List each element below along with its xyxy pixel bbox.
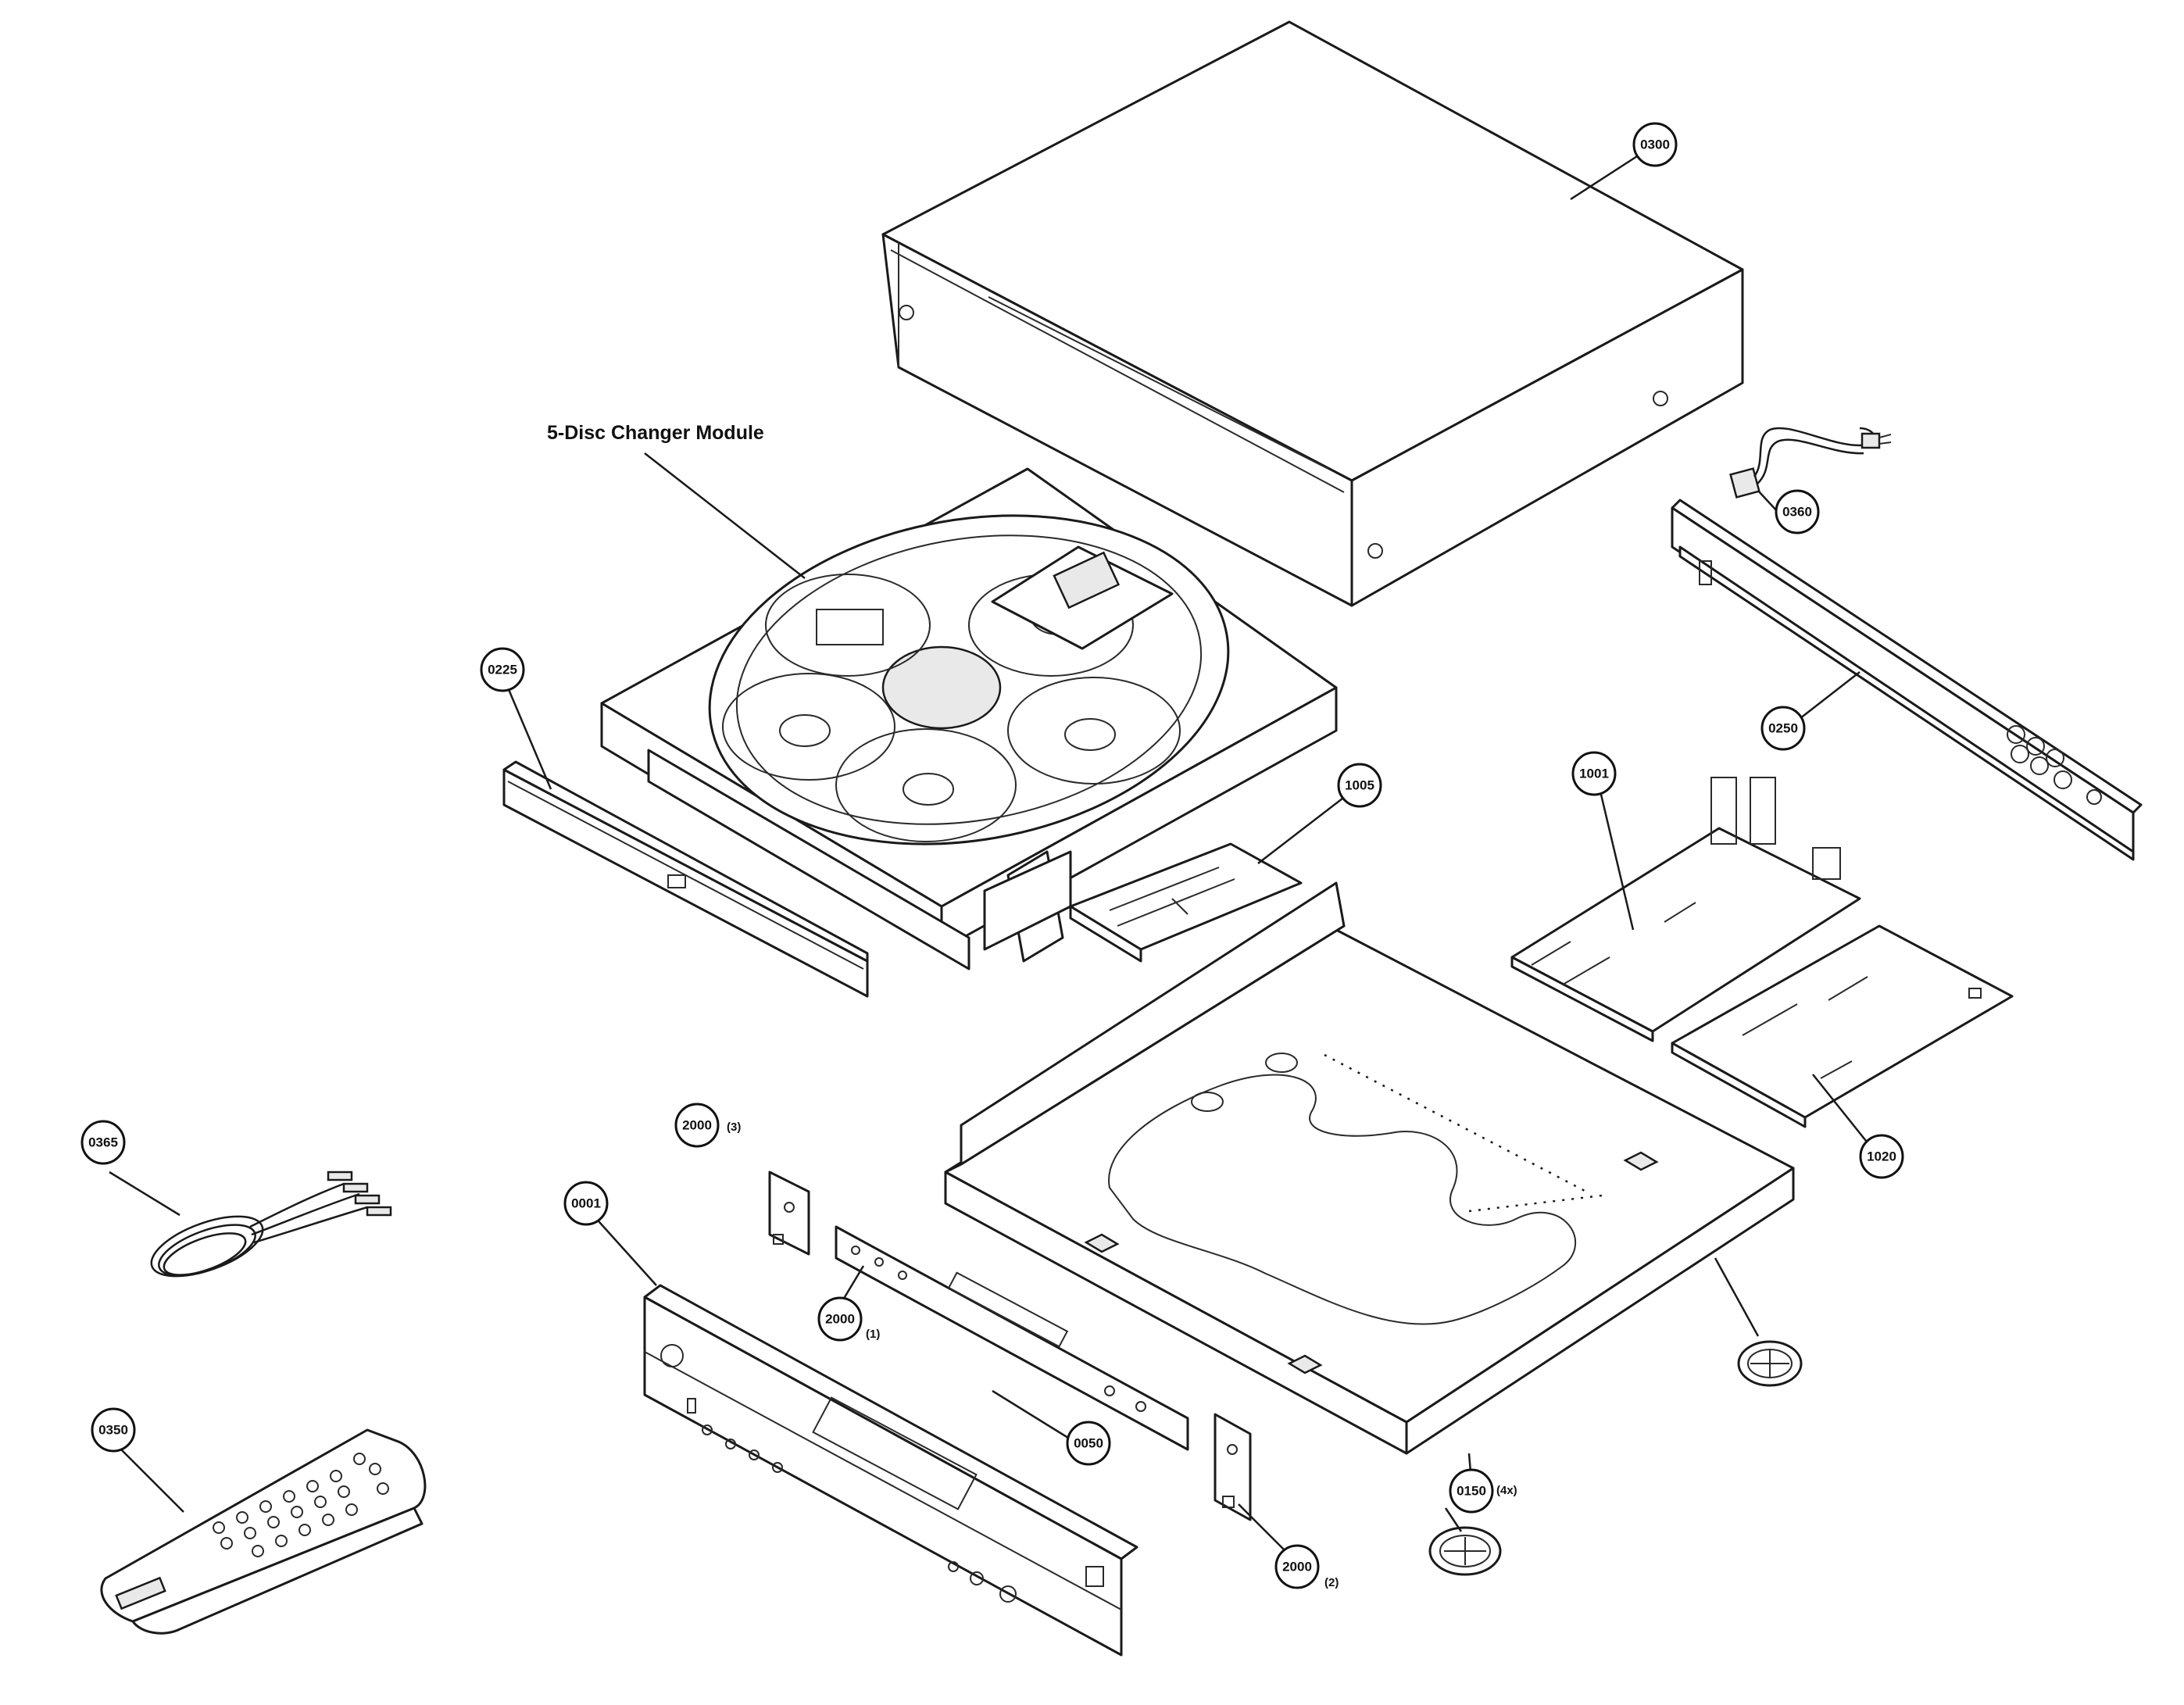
svg-text:0300: 0300 (1640, 138, 1670, 152)
tray-front-panel (502, 760, 869, 998)
callout-0150: 0150 (1449, 1468, 1494, 1514)
svg-text:2000: 2000 (682, 1118, 712, 1133)
qty-2000-2: (2) (1324, 1576, 1339, 1589)
callout-1001: 1001 (1571, 751, 1617, 796)
front-pcb-2000-3 (768, 1171, 810, 1256)
svg-text:0360: 0360 (1782, 505, 1812, 520)
callout-0350: 0350 (91, 1407, 136, 1453)
chassis (944, 881, 1795, 1455)
svg-text:0365: 0365 (88, 1135, 118, 1150)
svg-text:0050: 0050 (1074, 1436, 1103, 1451)
svg-text:1001: 1001 (1579, 767, 1609, 781)
callout-2000-1: 2000 (817, 1296, 863, 1342)
rear-panel (1671, 499, 2143, 861)
power-cord (1729, 427, 1892, 499)
pcb-1001 (1510, 777, 1861, 1042)
module-label: 5-Disc Changer Module (547, 422, 764, 444)
svg-text:0150: 0150 (1457, 1484, 1486, 1499)
disc-tray-3 (1007, 677, 1181, 785)
svg-text:1005: 1005 (1345, 778, 1374, 793)
callout-1020: 1020 (1859, 1134, 1904, 1179)
disc-tray-1 (722, 673, 895, 781)
callout-2000-3: 2000 (674, 1103, 720, 1148)
module-leader (644, 452, 806, 579)
pcb-1005 (1069, 842, 1303, 963)
svg-text:2000: 2000 (1282, 1560, 1312, 1575)
callout-0365: 0365 (80, 1120, 126, 1165)
callout-0360: 0360 (1775, 489, 1820, 534)
av-cable (150, 1171, 392, 1278)
callout-0001: 0001 (563, 1181, 609, 1226)
foot-front (1428, 1526, 1502, 1576)
front-pcb-2000-1 (835, 1225, 1189, 1451)
svg-text:1020: 1020 (1867, 1149, 1896, 1164)
disc-tray-4 (765, 574, 931, 677)
svg-text:2000: 2000 (825, 1312, 855, 1327)
pcb-1020 (1671, 924, 2014, 1128)
callout-0250: 0250 (1760, 706, 1806, 751)
remote-control (100, 1428, 427, 1635)
callout-2000-2: 2000 (1274, 1544, 1320, 1589)
disc-changer-module (600, 467, 1338, 970)
callout-0050: 0050 (1066, 1421, 1111, 1466)
callout-0300: 0300 (1632, 122, 1678, 167)
front-panel-assembly (643, 1284, 1138, 1657)
qty-2000-1: (1) (866, 1328, 880, 1341)
qty-2000-3: (3) (727, 1121, 741, 1134)
front-pcb-2000-2 (1214, 1413, 1252, 1521)
svg-text:0001: 0001 (571, 1196, 601, 1211)
foot-rear (1737, 1340, 1803, 1387)
qty-0150: (4x) (1496, 1484, 1517, 1497)
svg-text:0225: 0225 (488, 663, 517, 677)
callout-0225: 0225 (480, 647, 525, 692)
callout-1005: 1005 (1337, 763, 1382, 808)
disc-tray-2 (835, 728, 1017, 842)
svg-text:0250: 0250 (1768, 721, 1798, 736)
svg-text:0350: 0350 (98, 1423, 128, 1438)
assembly-guide-lines (1324, 1053, 1603, 1213)
top-cover (881, 20, 1744, 607)
